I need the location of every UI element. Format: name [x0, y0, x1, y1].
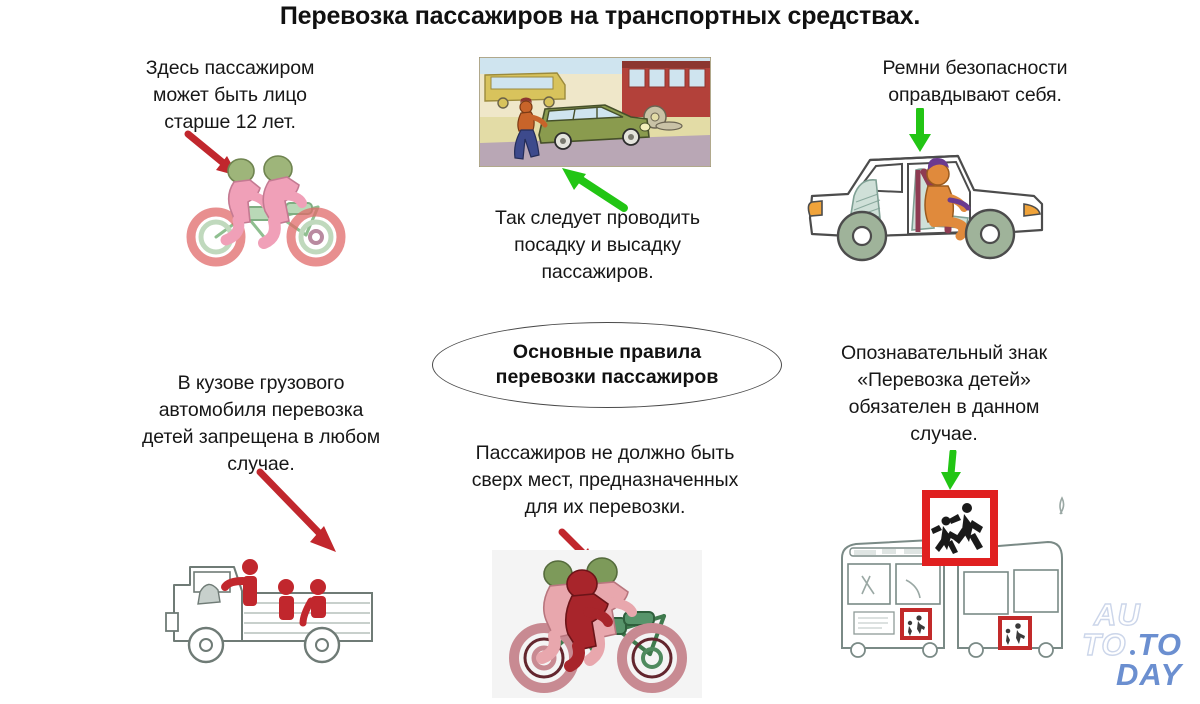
main-rules-callout: Основные правила перевозки пассажиров [432, 322, 782, 408]
callout-ellipse [432, 322, 782, 408]
caption-line: пассажиров. [541, 261, 654, 283]
red-arrow-to-truck-bed [252, 466, 362, 566]
illustration-buses-with-children-sign [834, 480, 1074, 660]
caption-line: «Перевозка детей» [857, 369, 1031, 391]
green-arrow-to-boarding-photo [556, 168, 651, 216]
watermark-au: AU [1093, 597, 1141, 632]
caption-seatbelts: Ремни безопасности оправдывают себя. [855, 55, 1095, 109]
caption-line: случае. [227, 453, 295, 475]
caption-line: для их перевозки. [524, 496, 686, 518]
caption-motorcycle-age: Здесь пассажиром может быть лицо старше … [110, 55, 350, 136]
caption-line: Здесь пассажиром [145, 57, 315, 79]
caption-boarding: Так следует проводить посадку и высадку … [465, 205, 730, 286]
watermark-logo: AU TO TO DAY [1076, 597, 1194, 700]
watermark-row: AU [1076, 597, 1194, 632]
illustration-seatbelt-car [798, 140, 1053, 265]
watermark-dot [1129, 650, 1135, 655]
caption-overcapacity: Пассажиров не должно быть сверх мест, пр… [440, 440, 770, 521]
watermark-row: TO TO [1076, 627, 1194, 662]
callout-text: Основные правила перевозки пассажиров [432, 322, 782, 408]
illustration-motorcycle-two-riders [168, 155, 358, 270]
caption-line: оправдывают себя. [888, 84, 1062, 106]
callout-line: Основные правила [512, 341, 702, 363]
caption-line: случае. [910, 423, 978, 445]
green-arrow-to-children-sign [937, 450, 967, 492]
caption-truck-bed: В кузове грузового автомобиля перевозка … [125, 370, 397, 478]
caption-line: детей запрещена в любом [141, 426, 381, 448]
caption-children-sign: Опознавательный знак «Перевозка детей» о… [824, 340, 1064, 448]
caption-line: Так следует проводить [495, 207, 700, 229]
page-title: Перевозка пассажиров на транспортных сре… [279, 2, 921, 30]
watermark-to-outline: TO [1081, 627, 1127, 662]
children-transport-sign [922, 490, 998, 566]
caption-line: старше 12 лет. [164, 111, 296, 133]
caption-line: В кузове грузового [177, 372, 345, 394]
caption-line: Опознавательный знак [840, 342, 1048, 364]
caption-line: обязателен в данном [848, 396, 1040, 418]
watermark-to-blue: TO [1137, 627, 1182, 662]
caption-line: Ремни безопасности [882, 57, 1068, 79]
caption-line: автомобиля перевозка [158, 399, 364, 421]
caption-line: Пассажиров не должно быть [475, 442, 735, 464]
callout-line: перевозки пассажиров [495, 366, 719, 388]
illustration-truck-with-children [150, 545, 390, 670]
watermark-row: DAY [1076, 657, 1194, 692]
caption-line: посадку и высадку [514, 234, 681, 256]
caption-line: может быть лицо [153, 84, 307, 106]
watermark-day: DAY [1116, 657, 1183, 692]
illustration-boarding-photo [479, 57, 711, 167]
illustration-motorcycle-three-riders [492, 550, 702, 698]
caption-line: сверх мест, предназначенных [471, 469, 739, 491]
green-arrow-to-seatbelt-car [905, 108, 935, 154]
